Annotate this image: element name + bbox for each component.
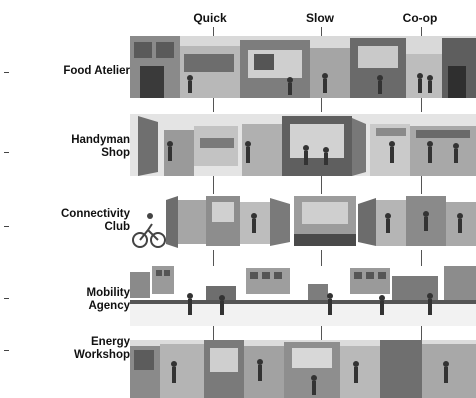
row-label-line: Club xyxy=(61,221,130,234)
row-label-line: Connectivity xyxy=(61,208,130,221)
column-header-quick: Quick xyxy=(193,11,226,25)
food-atelier-illustration xyxy=(130,36,476,98)
energy-workshop-illustration xyxy=(130,340,476,398)
row-label-line: Shop xyxy=(71,147,130,160)
row-label-connectivity-club: Connectivity Club xyxy=(61,208,130,234)
row-label-line: Energy xyxy=(74,336,130,349)
handyman-shop-illustration xyxy=(130,114,476,176)
row-tick xyxy=(4,298,9,299)
row-label-line: Mobility xyxy=(87,287,130,300)
row-label-line: Agency xyxy=(87,300,130,313)
row-tick xyxy=(4,226,9,227)
row-label-energy-workshop: Energy Workshop xyxy=(74,336,130,362)
connectivity-club-illustration xyxy=(130,194,476,250)
mobility-agency-illustration xyxy=(130,266,476,326)
row-tick xyxy=(4,152,9,153)
row-label-handyman-shop: Handyman Shop xyxy=(71,134,130,160)
row-tick xyxy=(4,72,9,73)
row-label-line: Handyman xyxy=(71,134,130,147)
row-label-line: Food Atelier xyxy=(63,65,130,78)
column-header-coop: Co-op xyxy=(403,11,438,25)
row-label-food-atelier: Food Atelier xyxy=(63,65,130,78)
row-label-line: Workshop xyxy=(74,349,130,362)
row-label-mobility-agency: Mobility Agency xyxy=(87,287,130,313)
column-header-slow: Slow xyxy=(306,11,334,25)
row-tick xyxy=(4,350,9,351)
